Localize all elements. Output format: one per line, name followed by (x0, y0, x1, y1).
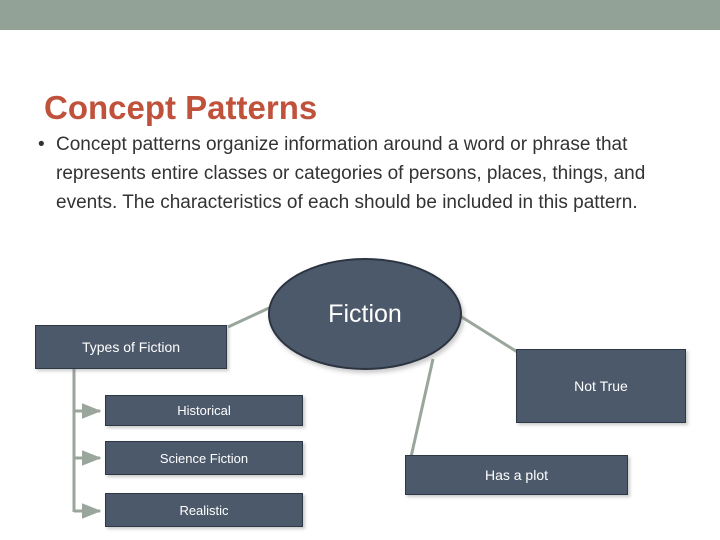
bullet-paragraph-text: Concept patterns organize information ar… (56, 134, 646, 213)
page-title: Concept Patterns (44, 89, 318, 127)
node-label: Not True (574, 378, 628, 394)
node-has-a-plot[interactable]: Has a plot (405, 455, 628, 495)
node-label: Fiction (328, 299, 402, 328)
node-label: Realistic (179, 502, 229, 518)
node-historical[interactable]: Historical (105, 395, 303, 426)
node-label: Has a plot (484, 467, 549, 483)
bullet-block: • Concept patterns organize information … (38, 130, 698, 217)
connector-fiction-to-has-a-plot (409, 358, 435, 458)
node-label: Historical (177, 403, 231, 418)
node-label: Types of Fiction (81, 339, 181, 355)
node-science-fiction[interactable]: Science Fiction (105, 441, 303, 475)
node-fiction[interactable]: Fiction (268, 258, 462, 370)
node-label: Science Fiction (159, 450, 249, 466)
node-types-of-fiction[interactable]: Types of Fiction (35, 325, 227, 369)
node-not-true[interactable]: Not True (516, 349, 686, 423)
node-realistic[interactable]: Realistic (105, 493, 303, 527)
bullet-list-item: • Concept patterns organize information … (38, 130, 698, 217)
bullet-marker-icon: • (38, 134, 45, 155)
top-accent-band (0, 0, 720, 30)
